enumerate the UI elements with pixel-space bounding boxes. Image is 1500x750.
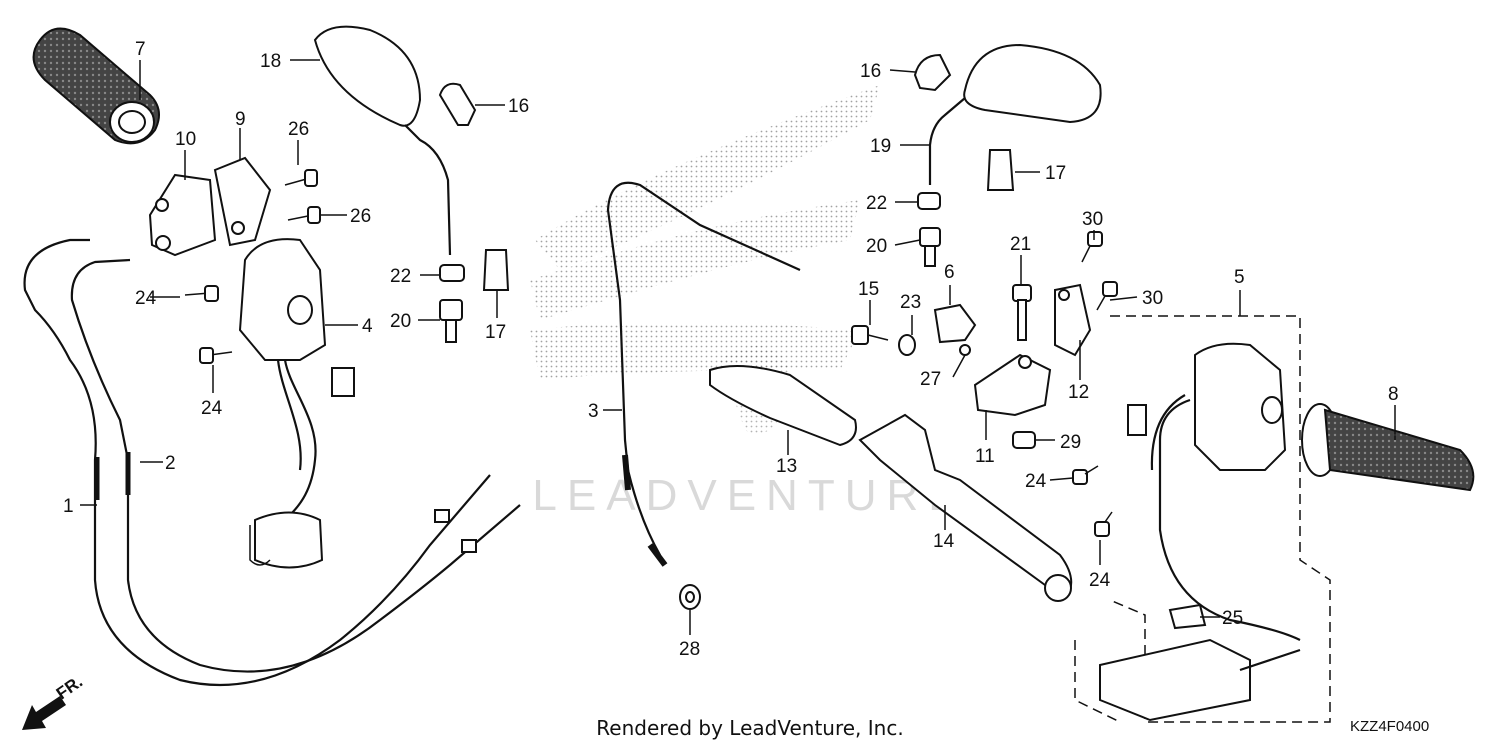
part-17-cap-left bbox=[482, 249, 510, 291]
part-2-throttle-cable-b bbox=[70, 258, 521, 673]
callout-26b: 26 bbox=[350, 206, 371, 227]
callout-30b: 30 bbox=[1142, 288, 1163, 309]
callout-27: 27 bbox=[920, 369, 941, 390]
callout-16a: 16 bbox=[508, 96, 529, 117]
callout-21: 21 bbox=[1010, 234, 1031, 255]
callout-4: 4 bbox=[362, 316, 373, 337]
part-5-right-switch-assembly bbox=[1074, 315, 1331, 723]
callout-16b: 16 bbox=[860, 61, 881, 82]
part-26-screw-lower bbox=[287, 206, 321, 224]
callout-10: 10 bbox=[175, 129, 196, 150]
part-29-nut bbox=[1012, 431, 1036, 449]
part-10-throttle-housing bbox=[148, 173, 217, 257]
part-1-throttle-cable-a bbox=[23, 238, 491, 686]
part-16-grommet-right bbox=[913, 53, 952, 92]
callout-30a: 30 bbox=[1082, 209, 1103, 230]
callout-leaders bbox=[80, 59, 1396, 635]
callout-14: 14 bbox=[933, 531, 955, 552]
front-direction-arrow-icon bbox=[22, 696, 66, 730]
callout-22b: 22 bbox=[866, 193, 887, 214]
part-20-adapter-left bbox=[439, 299, 463, 343]
callout-18: 18 bbox=[260, 51, 281, 72]
part-3-clutch-cable bbox=[606, 181, 801, 567]
part-23-washer bbox=[898, 334, 916, 356]
part-26-screw-upper bbox=[284, 169, 318, 187]
callout-22a: 22 bbox=[390, 266, 411, 287]
part-19-right-mirror bbox=[928, 43, 1102, 185]
diagram-code: KZZ4F0400 bbox=[1350, 718, 1430, 735]
callout-24d: 24 bbox=[1089, 570, 1111, 591]
callout-6: 6 bbox=[944, 262, 955, 283]
callout-28: 28 bbox=[679, 639, 700, 660]
callout-24a: 24 bbox=[135, 288, 157, 309]
part-14-clutch-lever bbox=[858, 413, 1073, 602]
part-24-screw-left-2 bbox=[199, 347, 233, 364]
part-18-left-mirror bbox=[313, 25, 452, 256]
part-7-left-grip bbox=[32, 27, 160, 145]
part-24-screw-right-1 bbox=[1072, 465, 1099, 485]
part-16-grommet-left bbox=[438, 82, 477, 126]
part-15-screw bbox=[851, 325, 889, 345]
part-13-lever-cover bbox=[709, 365, 857, 447]
callout-8: 8 bbox=[1388, 384, 1399, 405]
background-wing-logo bbox=[530, 85, 880, 434]
part-25-clip bbox=[1168, 603, 1207, 630]
callout-26a: 26 bbox=[288, 119, 309, 140]
callout-3: 3 bbox=[588, 401, 599, 422]
part-21-pivot-bolt bbox=[1012, 284, 1032, 341]
callout-labels: 7 10 9 26 26 18 16 24 4 24 22 20 17 1 2 … bbox=[63, 39, 1399, 660]
callout-7: 7 bbox=[135, 39, 146, 60]
part-22-nut-left bbox=[439, 264, 465, 282]
part-30-screw-lower bbox=[1096, 281, 1118, 311]
callout-9: 9 bbox=[235, 109, 246, 130]
callout-19: 19 bbox=[870, 136, 891, 157]
callout-20b: 20 bbox=[866, 236, 887, 257]
callout-2: 2 bbox=[165, 453, 176, 474]
part-24-screw-left-1 bbox=[184, 285, 219, 302]
callout-12: 12 bbox=[1068, 382, 1089, 403]
callout-29: 29 bbox=[1060, 432, 1081, 453]
callout-24b: 24 bbox=[201, 398, 223, 419]
callout-11: 11 bbox=[975, 446, 995, 467]
part-27-screw bbox=[959, 344, 971, 356]
part-20-adapter-right bbox=[919, 227, 941, 267]
callout-24c: 24 bbox=[1025, 471, 1047, 492]
footer-credit: Rendered by LeadVenture, Inc. bbox=[596, 716, 904, 740]
callout-20a: 20 bbox=[390, 311, 411, 332]
callout-23: 23 bbox=[900, 292, 921, 313]
part-28-nut bbox=[679, 584, 701, 610]
callout-17a: 17 bbox=[485, 322, 506, 343]
part-8-right-grip bbox=[1301, 403, 1475, 492]
callout-1: 1 bbox=[63, 496, 74, 517]
part-9-throttle-housing-half bbox=[213, 156, 272, 247]
callout-25: 25 bbox=[1222, 608, 1243, 629]
part-6-clutch-switch bbox=[933, 303, 977, 344]
part-22-nut-right bbox=[917, 192, 941, 210]
part-17-cap-right bbox=[986, 149, 1015, 191]
part-12-clamp-holder bbox=[1054, 283, 1092, 357]
part-11-lever-bracket bbox=[973, 353, 1052, 417]
callout-17b: 17 bbox=[1045, 163, 1066, 184]
part-30-screw-upper bbox=[1081, 231, 1103, 263]
part-4-left-switch bbox=[238, 238, 355, 569]
callout-13: 13 bbox=[776, 456, 797, 477]
callout-5: 5 bbox=[1234, 267, 1245, 288]
part-24-screw-right-2 bbox=[1094, 511, 1113, 537]
watermark-text: LEADVENTURE bbox=[532, 471, 967, 520]
callout-15: 15 bbox=[858, 279, 879, 300]
